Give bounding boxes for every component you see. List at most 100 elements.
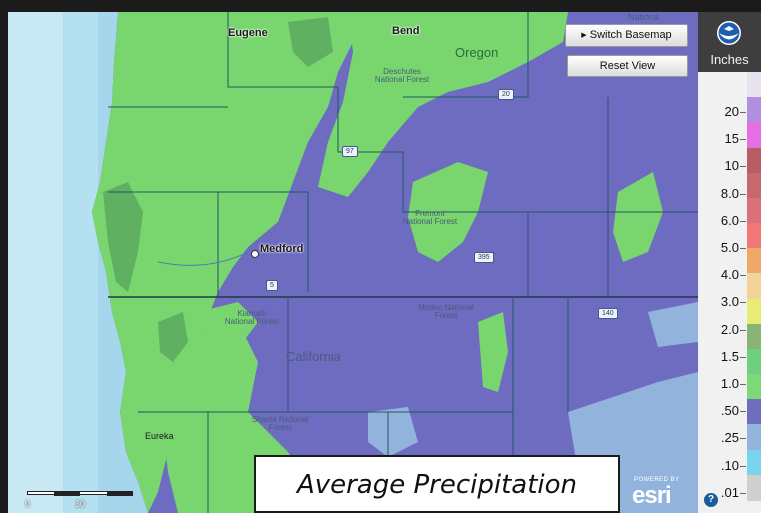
forest-label-modoc: Modoc National Forest: [418, 303, 474, 321]
legend-swatch: [747, 474, 761, 501]
legend-tick: [740, 248, 746, 249]
map-caption: Average Precipitation: [254, 455, 620, 513]
legend-swatch: [747, 197, 761, 224]
city-label-bend: Bend: [392, 25, 420, 37]
legend-label: .25: [720, 430, 739, 446]
legend-swatch: [747, 248, 761, 275]
green-region-west: [92, 12, 353, 513]
legend-swatch: [747, 97, 761, 124]
highway-shield-20: 20: [498, 89, 514, 100]
legend-tick: [740, 438, 746, 440]
legend-tick: [740, 193, 746, 195]
legend-label: 8.0: [720, 185, 739, 201]
legend-tick: [740, 465, 746, 467]
forest-label-deschutes: Deschutes National Forest: [374, 67, 430, 85]
legend-tick: [740, 492, 746, 494]
legend-swatch: [747, 374, 761, 401]
highway-shield-97: 97: [342, 146, 358, 157]
help-icon[interactable]: ?: [704, 493, 718, 507]
legend-label: 4.0: [720, 267, 739, 283]
legend-tick: [740, 275, 746, 277]
green-patch-east: [613, 172, 663, 262]
scale-label-start: 0: [25, 499, 31, 509]
triangle-right-icon: ▶: [581, 32, 587, 39]
dark-green-mountains-2: [288, 17, 333, 67]
legend-swatch: [747, 147, 761, 174]
ocean-band: [63, 12, 98, 513]
legend-label: 6.0: [720, 212, 739, 228]
legend-tick: [740, 356, 746, 358]
legend-tick: [740, 384, 746, 385]
legend-unit-label: Inches: [710, 52, 749, 67]
legend-label: 1.5: [720, 348, 739, 364]
legend-swatch: [747, 223, 761, 250]
legend-swatch: [747, 72, 761, 98]
map-label-nationa: Nationa: [628, 12, 660, 22]
light-blue-patch-2: [368, 407, 418, 457]
legend-swatch: [747, 298, 761, 325]
legend-swatch: [747, 449, 761, 476]
legend-swatch: [747, 172, 761, 199]
legend-tick: [740, 220, 746, 222]
legend-label: 2.0: [720, 321, 739, 337]
legend-label: .10: [720, 457, 739, 473]
highway-shield-5: 5: [266, 280, 278, 291]
switch-basemap-button[interactable]: ▶ Switch Basemap: [565, 24, 688, 47]
green-patch-modoc: [478, 312, 508, 392]
legend-tick: [740, 302, 746, 304]
city-label-medford: Medford: [260, 243, 304, 255]
scale-bar: 0 30: [25, 491, 133, 513]
scale-label-mid: 30: [75, 499, 86, 509]
precipitation-legend: Inches 20 15 10 8.0 6.0 5.0 4.0 3.0 2.0 1.5 1.0 .50…: [698, 12, 761, 513]
dark-green-mountains: [103, 182, 143, 292]
switch-basemap-label: Switch Basemap: [589, 29, 672, 41]
forest-label-shasta: Shasta National Forest: [251, 415, 309, 433]
legend-swatch: [747, 399, 761, 426]
legend-swatch: [747, 424, 761, 451]
ocean-deep: [8, 12, 63, 513]
legend-header: Inches: [698, 12, 761, 72]
reset-view-button[interactable]: Reset View: [567, 55, 688, 77]
precipitation-map[interactable]: [8, 12, 698, 513]
legend-swatch: [747, 122, 761, 149]
legend-label: 20: [724, 104, 739, 119]
state-label-california: California: [286, 349, 341, 364]
scale-bar-segment: [107, 492, 133, 496]
state-label-oregon: Oregon: [455, 45, 499, 60]
legend-label: 5.0: [720, 240, 739, 255]
legend-label: 15: [724, 131, 739, 147]
scale-bar-track: [27, 491, 133, 496]
highway-shield-140: 140: [598, 308, 618, 319]
legend-label: 10: [724, 158, 739, 174]
forest-label-klamath: Klamath National Forest: [224, 309, 280, 327]
legend-tick: [740, 329, 746, 331]
highway-shield-395: 395: [474, 252, 494, 263]
legend-label: .01: [720, 484, 739, 500]
legend-tick: [740, 139, 746, 141]
city-label-eugene: Eugene: [228, 27, 268, 39]
legend-label: 1.0: [720, 376, 739, 391]
county-lines: [108, 12, 698, 513]
city-label-eureka: Eureka: [145, 431, 174, 441]
legend-tick: [740, 112, 746, 113]
medford-marker: [251, 250, 259, 258]
light-blue-patch-4: [648, 302, 698, 347]
green-region-north: [318, 12, 568, 197]
legend-label: 3.0: [720, 294, 739, 310]
legend-swatch: [747, 273, 761, 300]
river: [157, 251, 249, 266]
dark-green-mountains-3: [158, 312, 188, 362]
legend-label: .50: [720, 403, 739, 419]
noaa-logo-icon: [717, 21, 741, 45]
legend-swatch: [747, 323, 761, 350]
legend-tick: [740, 411, 746, 413]
esri-attribution[interactable]: POWERED BY esri: [630, 474, 690, 510]
esri-logo-text: esri: [632, 482, 672, 509]
legend-tick: [740, 166, 746, 168]
forest-label-fremont: Fremont National Forest: [402, 209, 458, 227]
legend-swatch: [747, 348, 761, 375]
powered-by-label: POWERED BY: [634, 477, 680, 483]
scale-bar-segment: [54, 492, 80, 496]
green-patch-klamath: [198, 302, 258, 347]
